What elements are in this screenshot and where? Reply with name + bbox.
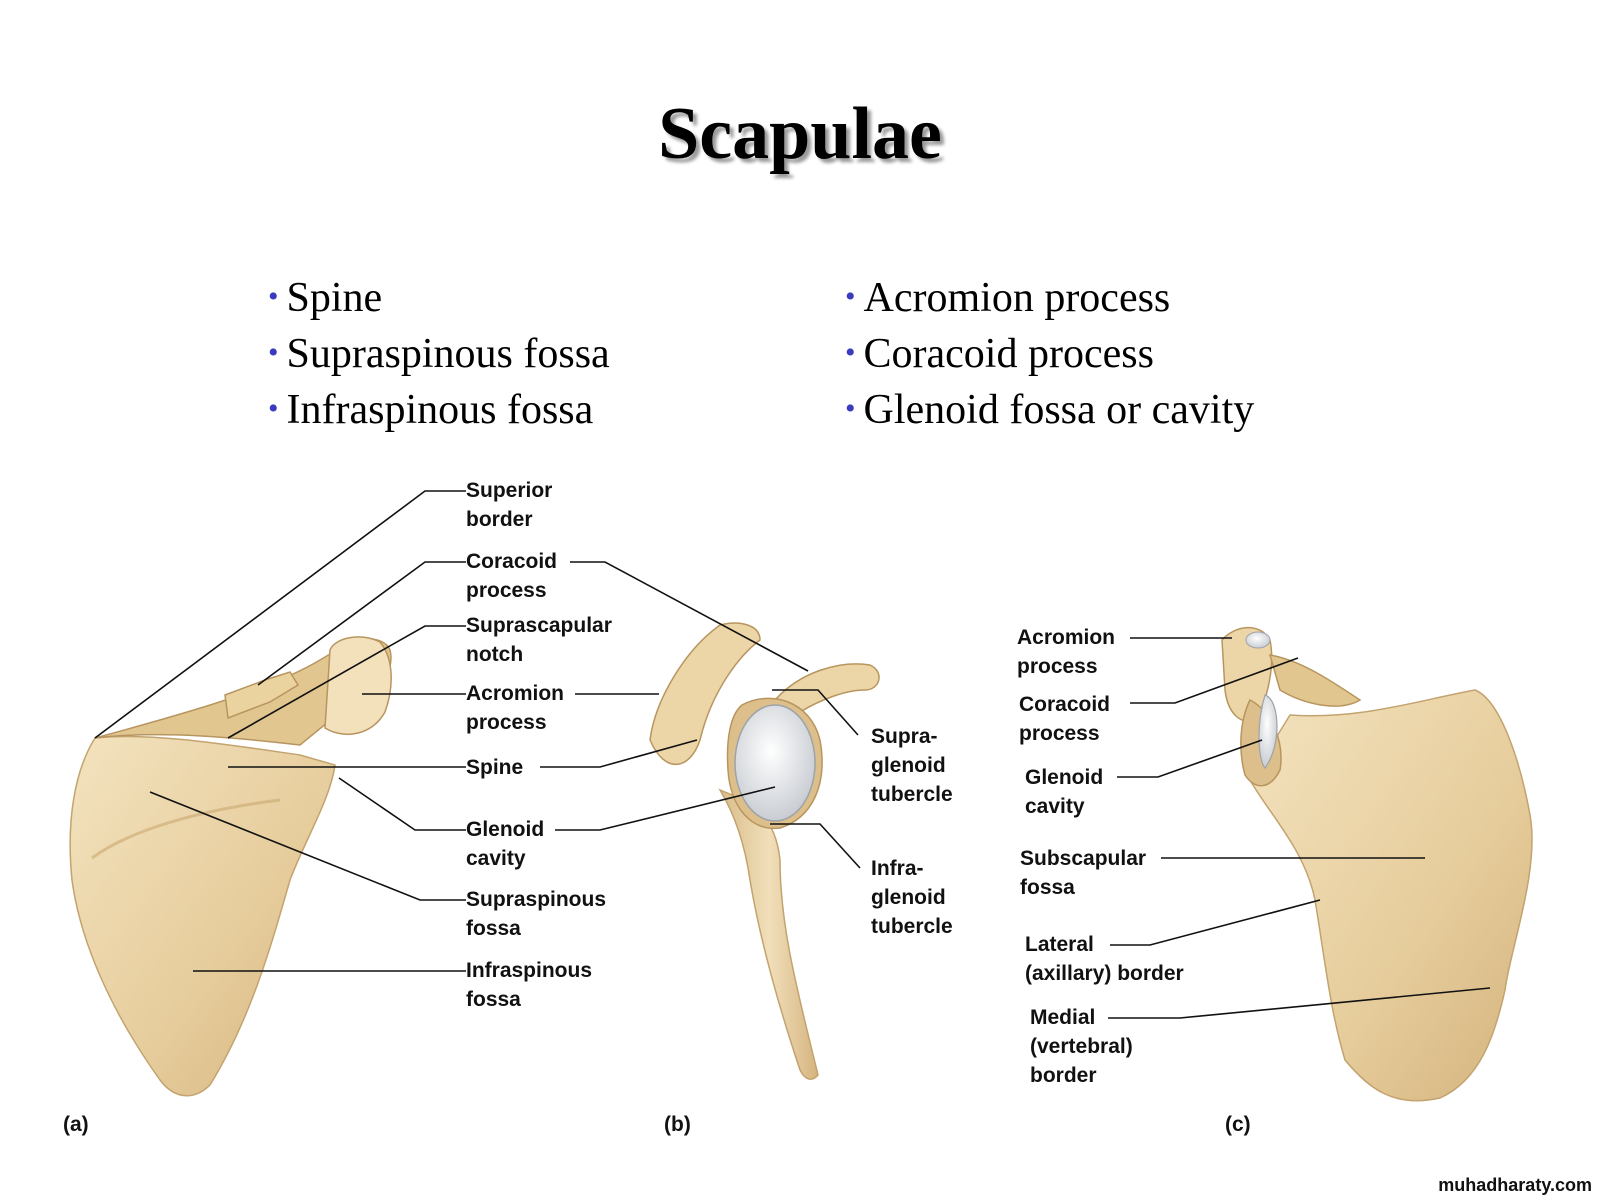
leader-lateral-border: [1110, 899, 1321, 946]
scapula-b-acromion: [649, 622, 761, 766]
label-spine: Spine: [466, 756, 524, 779]
leader-spine-b: [540, 739, 698, 768]
leader-medial-border: [1108, 987, 1491, 1019]
bullet-dot-icon: •: [268, 392, 279, 425]
bullet-list-left: •Spine •Supraspinous fossa •Infraspinous…: [268, 272, 610, 440]
bullet-dot-icon: •: [845, 336, 856, 369]
leader-glenoid-cavity-c: [1117, 739, 1263, 778]
label-medial-border: Medial (vertebral) border: [1030, 1006, 1133, 1087]
scapula-a-fossa-shadow: [91, 798, 281, 860]
leader-coracoid-process-b: [570, 561, 809, 672]
caption-c: (c): [1225, 1113, 1251, 1136]
label-suprascapular-notch: Suprascapular notch: [466, 614, 612, 666]
bullet-dot-icon: •: [845, 280, 856, 313]
leader-supraglenoid-tubercle: [772, 689, 859, 736]
scapula-lateral-view: [649, 622, 880, 1080]
scapula-a-acromion: [324, 636, 392, 736]
label-coracoid-process-c: Coracoid process: [1019, 693, 1111, 745]
bullet-item: •Glenoid fossa or cavity: [845, 387, 1255, 433]
leader-infraglenoid-tubercle: [770, 823, 861, 869]
bullet-item: •Infraspinous fossa: [268, 387, 594, 433]
bullet-dot-icon: •: [268, 336, 279, 369]
scapula-c-coracoid: [1268, 654, 1362, 707]
leader-superior-border: [94, 490, 466, 739]
bullet-item: •Coracoid process: [845, 331, 1154, 377]
bullet-item: •Supraspinous fossa: [268, 331, 610, 377]
scapula-c-glenoid-cavity: [1258, 694, 1278, 769]
bullet-dot-icon: •: [845, 392, 856, 425]
leader-lines-c: [1108, 637, 1491, 1019]
label-lateral-border: Lateral (axillary) border: [1025, 933, 1184, 985]
caption-a: (a): [63, 1113, 89, 1136]
label-supraglenoid-tubercle: Supra- glenoid tubercle: [871, 725, 953, 806]
bullet-list-right: •Acromion process •Coracoid process •Gle…: [845, 272, 1254, 440]
scapula-b-glenoid-cavity: [734, 704, 816, 822]
slide-title: Scapulae: [658, 93, 942, 175]
label-acromion-process-c: Acromion process: [1017, 626, 1116, 678]
label-infraglenoid-tubercle: Infra- glenoid tubercle: [871, 857, 953, 938]
bullet-dot-icon: •: [268, 280, 279, 313]
scapula-c-acromion-cartilage: [1245, 631, 1271, 649]
leader-supraspinous-fossa: [149, 791, 466, 901]
leader-coracoid-process-a: [257, 561, 466, 686]
bullet-item: •Spine: [268, 275, 383, 321]
label-acromion-process: Acromion process: [466, 682, 565, 734]
leader-lines-b: [770, 689, 861, 869]
label-glenoid-cavity: Glenoid cavity: [466, 818, 545, 870]
caption-b: (b): [664, 1113, 691, 1136]
scapula-a-body: [69, 735, 336, 1097]
label-subscapular-fossa: Subscapular fossa: [1020, 847, 1147, 899]
watermark: muhadharaty.com: [1438, 1175, 1592, 1195]
scapula-posterior-view: [69, 636, 392, 1097]
leader-glenoid-cavity-b: [555, 786, 776, 831]
leader-glenoid-cavity-a: [338, 777, 466, 831]
label-superior-border: Superior border: [466, 479, 553, 531]
bullet-item: •Acromion process: [845, 275, 1171, 321]
scapula-b-coracoid: [773, 663, 880, 713]
scapula-b-body: [718, 788, 819, 1080]
label-glenoid-cavity-c: Glenoid cavity: [1025, 766, 1104, 818]
scapula-c-acromion: [1221, 626, 1273, 722]
label-supraspinous-fossa: Supraspinous fossa: [466, 888, 607, 940]
label-infraspinous-fossa: Infraspinous fossa: [466, 959, 593, 1011]
scapula-c-body: [1249, 689, 1533, 1102]
leader-lines-a: [94, 490, 809, 972]
leader-coracoid-process-c: [1130, 657, 1299, 704]
label-coracoid-process: Coracoid process: [466, 550, 558, 602]
scapula-anterior-view: [1221, 626, 1533, 1102]
leader-suprascapular-notch: [227, 625, 466, 739]
